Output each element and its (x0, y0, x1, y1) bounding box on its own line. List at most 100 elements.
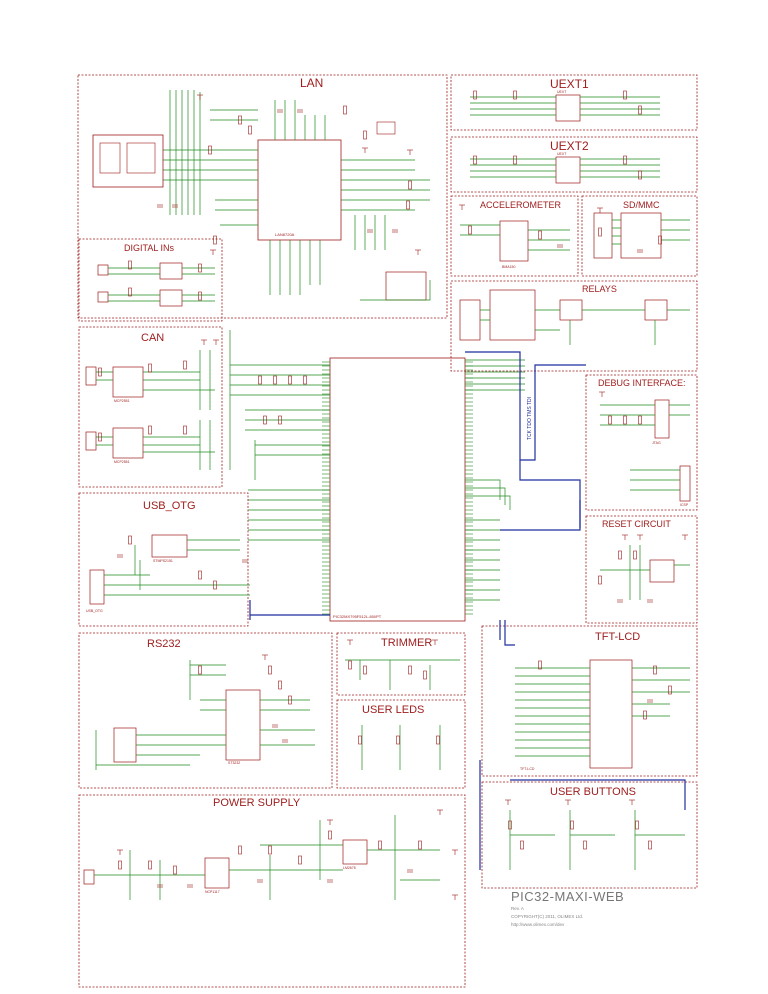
resistor (198, 291, 202, 301)
frame-debug-interface (585, 374, 698, 511)
passive-components (98, 90, 672, 888)
resistor (668, 685, 672, 695)
can-transceiver-2 (112, 427, 144, 459)
board-rev: Rev. A (511, 906, 524, 911)
bus-crystal (500, 500, 581, 531)
mcu-body (329, 357, 466, 622)
can1-traces (96, 371, 215, 391)
lan-top-traces (274, 100, 326, 140)
icsp-label: ICSP (680, 503, 689, 507)
mcu-right-bottom (465, 519, 500, 601)
resistor (273, 375, 277, 385)
resistor (378, 840, 382, 850)
title-usb-otg: USB_OTG (143, 500, 196, 512)
resistor (623, 90, 627, 100)
power-traces (94, 844, 440, 881)
resistor (618, 550, 622, 560)
resistor (363, 665, 367, 675)
resistor (148, 425, 152, 435)
sd-traces (612, 219, 690, 245)
mcu-right-mid (465, 479, 511, 510)
lan-bottom-traces (269, 240, 321, 295)
tft-right-traces (632, 667, 690, 717)
resistor (363, 130, 367, 140)
resistor (268, 845, 272, 855)
can1-label: MCP2551 (114, 399, 130, 403)
din1-terminal (97, 264, 109, 276)
icsp-traces (630, 469, 680, 491)
lan-phy-chip (257, 139, 342, 241)
resistor (288, 695, 292, 705)
title-power-supply: POWER SUPPLY (213, 797, 301, 809)
resistor (343, 105, 347, 115)
frame-accelerometer (450, 195, 579, 277)
title-digital-ins: DIGITAL INs (124, 243, 175, 253)
resistor (213, 235, 217, 245)
title-uext1: UEXT1 (550, 77, 589, 91)
lan-right-traces (341, 159, 430, 211)
can2-connector (85, 431, 97, 451)
frame-power-supply (78, 794, 466, 988)
usb-verticals (134, 545, 141, 590)
bus-jtag (465, 351, 586, 461)
resistor (278, 680, 282, 690)
uext2-traces (470, 158, 660, 178)
trimmer-traces (345, 659, 460, 690)
frame-uext1 (450, 74, 698, 131)
board-title: PIC32-MAXI-WEB (511, 889, 625, 904)
bus-usb (249, 600, 330, 620)
db9-connector (113, 727, 137, 763)
title-reset-circuit: RESET CIRCUIT (602, 519, 671, 529)
resistor (583, 840, 587, 850)
resistor (298, 855, 302, 865)
relay-driver-traces (569, 320, 656, 345)
section-titles: LAN UEXT1 UEXT2 ACCELEROMETER SD/MMC DIG… (124, 76, 686, 809)
lan-phy-label: LAN8720A (275, 232, 295, 237)
power-symbols (117, 94, 688, 900)
resistor (598, 227, 602, 237)
resistor (638, 170, 642, 180)
lan-left-traces (210, 109, 258, 226)
vr2-label: LM2675 (343, 866, 356, 870)
accel-traces (460, 224, 570, 251)
board-copyright: COPYRIGHT(C) 2011, OLIMEX Ltd. (511, 914, 584, 919)
frame-relays (450, 280, 698, 372)
title-sdmmc: SD/MMC (623, 200, 660, 210)
lan-caps (354, 215, 386, 250)
optocoupler-1 (159, 262, 183, 280)
relay-1 (559, 299, 583, 321)
jtag-label: JTAG (652, 441, 661, 445)
lan-block: LAN8720A (92, 121, 427, 301)
frame-reset-circuit (585, 515, 698, 624)
resistor (198, 570, 202, 580)
resistor (520, 840, 524, 850)
resistor (408, 180, 412, 190)
lan-vertical-traces (169, 90, 201, 215)
power-jack (83, 869, 95, 885)
rs232-label: ST3232 (228, 761, 240, 765)
resistor (508, 820, 512, 830)
resistor (198, 665, 202, 675)
frame-uext2 (450, 136, 698, 193)
title-accelerometer: ACCELEROMETER (480, 200, 562, 210)
resistor (268, 665, 272, 675)
resistor (633, 550, 637, 560)
resistor (128, 535, 132, 545)
resistor (98, 367, 102, 377)
lan-rj45-traces (163, 149, 258, 181)
jtag-bus-label: TCK TDO TMS TDI (527, 397, 533, 440)
frame-tft-lcd (481, 625, 698, 777)
din1-traces (108, 267, 215, 275)
resistor (570, 820, 574, 830)
resistor (436, 735, 440, 745)
resistor (248, 125, 252, 135)
voltage-regulator-1 (204, 857, 230, 889)
reset-supervisor (649, 559, 675, 583)
relay-traces (480, 309, 690, 331)
uext2-connector (555, 156, 581, 184)
resistor (635, 820, 639, 830)
resistor (303, 375, 307, 385)
uext1-label: UEXT (557, 90, 567, 94)
can2-label: MCP2551 (114, 460, 130, 464)
